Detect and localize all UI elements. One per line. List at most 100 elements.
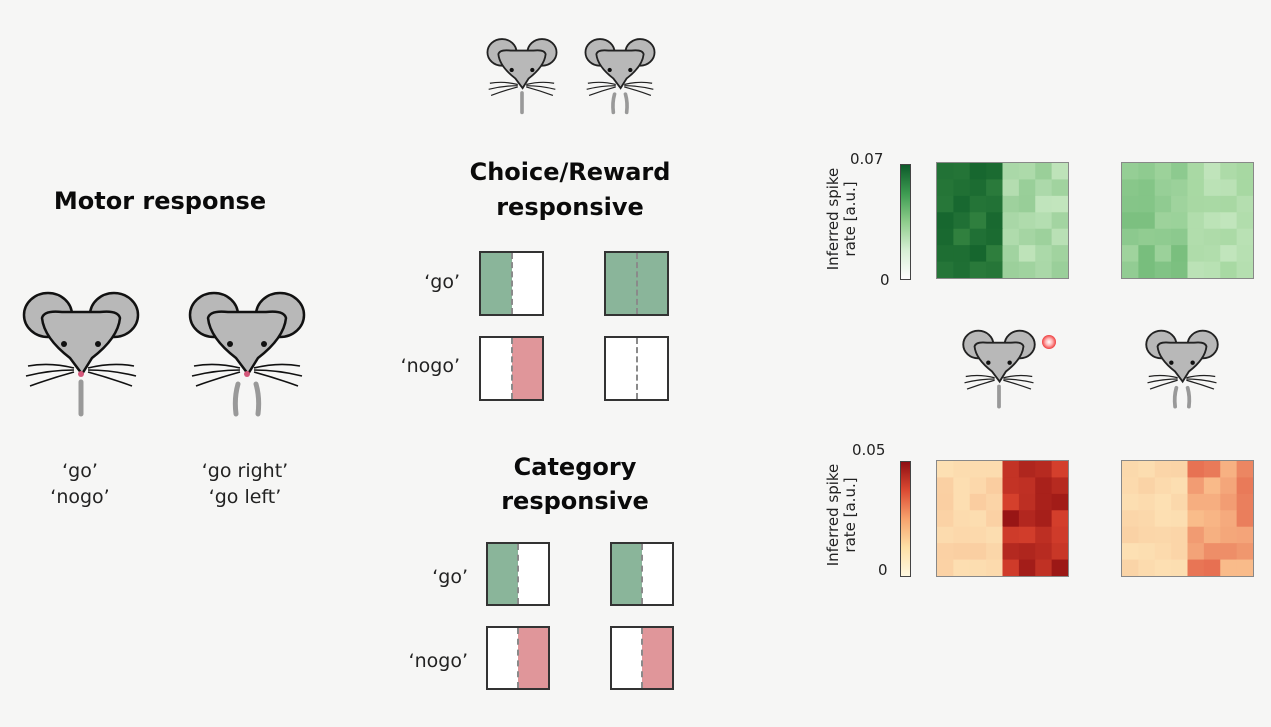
heatmap-cell bbox=[1203, 261, 1221, 278]
heatmap-cell bbox=[1122, 510, 1139, 528]
bottom-heatmap-right bbox=[1121, 460, 1254, 577]
heatmap-cell bbox=[1171, 212, 1189, 230]
heatmap-cell bbox=[953, 510, 971, 528]
heatmap-cell bbox=[953, 212, 971, 230]
heatmap-cell bbox=[969, 228, 987, 246]
choice-nogo-box-right bbox=[604, 336, 669, 401]
heatmap-cell bbox=[986, 195, 1004, 213]
heatmap-cell bbox=[1203, 461, 1221, 479]
heatmap-cell bbox=[1051, 261, 1068, 278]
heatmap-cell bbox=[953, 245, 971, 263]
heatmap-cell bbox=[937, 543, 954, 561]
heatmap-cell bbox=[1154, 493, 1172, 511]
heatmap-cell bbox=[937, 559, 954, 576]
heatmap-cell bbox=[1051, 179, 1068, 197]
heatmap-cell bbox=[1051, 245, 1068, 263]
mouse-two-spouts-small-icon bbox=[584, 38, 656, 115]
heatmap-cell bbox=[1002, 510, 1020, 528]
heatmap-cell bbox=[937, 510, 954, 528]
heatmap-cell bbox=[969, 163, 987, 181]
heatmap-cell bbox=[1187, 179, 1205, 197]
heatmap-cell bbox=[1122, 477, 1139, 495]
heatmap-cell bbox=[1138, 510, 1156, 528]
heatmap-cell bbox=[1138, 477, 1156, 495]
bottom-heatmap-left bbox=[936, 460, 1069, 577]
heatmap-cell bbox=[1220, 461, 1238, 479]
heatmap-cell bbox=[1220, 163, 1238, 181]
category-row-label-nogo: ‘nogo’ bbox=[408, 650, 468, 672]
heatmap-cell bbox=[1220, 212, 1238, 230]
heatmap-cell bbox=[1154, 179, 1172, 197]
heatmap-cell bbox=[953, 477, 971, 495]
heatmap-cell bbox=[1002, 195, 1020, 213]
heatmap-cell bbox=[969, 245, 987, 263]
heatmap-cell bbox=[953, 559, 971, 576]
heatmap-cell bbox=[1236, 212, 1253, 230]
heatmap-cell bbox=[1051, 461, 1068, 479]
heatmap-cell bbox=[953, 261, 971, 278]
heatmap-cell bbox=[937, 228, 954, 246]
heatmap-cell bbox=[1122, 543, 1139, 561]
heatmap-cell bbox=[1236, 543, 1253, 561]
heatmap-cell bbox=[1018, 526, 1036, 544]
heatmap-cell bbox=[1122, 245, 1139, 263]
heatmap-cell bbox=[1154, 559, 1172, 576]
heatmap-cell bbox=[1171, 526, 1189, 544]
heatmap-cell bbox=[1154, 195, 1172, 213]
mouse-single-spout-small-icon bbox=[486, 38, 558, 115]
heatmap-cell bbox=[1236, 493, 1253, 511]
heatmap-cell bbox=[1187, 461, 1205, 479]
top-colorbar-max: 0.07 bbox=[850, 150, 884, 168]
heatmap-cell bbox=[1187, 228, 1205, 246]
heatmap-cell bbox=[1203, 559, 1221, 576]
heatmap-cell bbox=[1035, 461, 1053, 479]
heatmap-cell bbox=[1171, 245, 1189, 263]
heatmap-cell bbox=[969, 543, 987, 561]
heatmap-cell bbox=[1018, 163, 1036, 181]
heatmap-cell bbox=[1051, 559, 1068, 576]
heatmap-cell bbox=[1035, 493, 1053, 511]
heatmap-cell bbox=[969, 477, 987, 495]
heatmap-cell bbox=[937, 163, 954, 181]
heatmap-cell bbox=[969, 212, 987, 230]
category-go-box-right bbox=[610, 542, 674, 606]
choice-nogo-box-left bbox=[479, 336, 544, 401]
heatmap-cell bbox=[1122, 228, 1139, 246]
category-go-box-left bbox=[486, 542, 550, 606]
heatmap-cell bbox=[1154, 245, 1172, 263]
choice-reward-title: Choice/Reward bbox=[469, 158, 671, 186]
mouse-single-spout-heatmap-icon bbox=[962, 329, 1036, 409]
heatmap-cell bbox=[1138, 195, 1156, 213]
heatmap-cell bbox=[953, 526, 971, 544]
heatmap-cell bbox=[1051, 543, 1068, 561]
heatmap-cell bbox=[1187, 526, 1205, 544]
heatmap-cell bbox=[969, 179, 987, 197]
choice-go-box-right bbox=[604, 251, 669, 316]
heatmap-cell bbox=[1035, 261, 1053, 278]
heatmap-cell bbox=[1122, 179, 1139, 197]
heatmap-cell bbox=[1122, 526, 1139, 544]
heatmap-cell bbox=[969, 195, 987, 213]
heatmap-cell bbox=[1035, 559, 1053, 576]
heatmap-cell bbox=[1035, 543, 1053, 561]
heatmap-cell bbox=[1002, 179, 1020, 197]
bottom-colorbar bbox=[900, 461, 911, 577]
top-heatmap-left bbox=[936, 162, 1069, 279]
heatmap-cell bbox=[1220, 559, 1238, 576]
heatmap-cell bbox=[1138, 461, 1156, 479]
choice-reward-subtitle: responsive bbox=[496, 193, 644, 221]
heatmap-cell bbox=[986, 163, 1004, 181]
heatmap-cell bbox=[1236, 510, 1253, 528]
heatmap-cell bbox=[1122, 195, 1139, 213]
heatmap-cell bbox=[1154, 163, 1172, 181]
heatmap-cell bbox=[1236, 477, 1253, 495]
heatmap-cell bbox=[937, 179, 954, 197]
heatmap-cell bbox=[1051, 228, 1068, 246]
heatmap-cell bbox=[1154, 261, 1172, 278]
heatmap-cell bbox=[1122, 261, 1139, 278]
heatmap-cell bbox=[1220, 245, 1238, 263]
heatmap-cell bbox=[1035, 228, 1053, 246]
heatmap-cell bbox=[1187, 493, 1205, 511]
heatmap-cell bbox=[986, 212, 1004, 230]
heatmap-cell bbox=[1203, 543, 1221, 561]
